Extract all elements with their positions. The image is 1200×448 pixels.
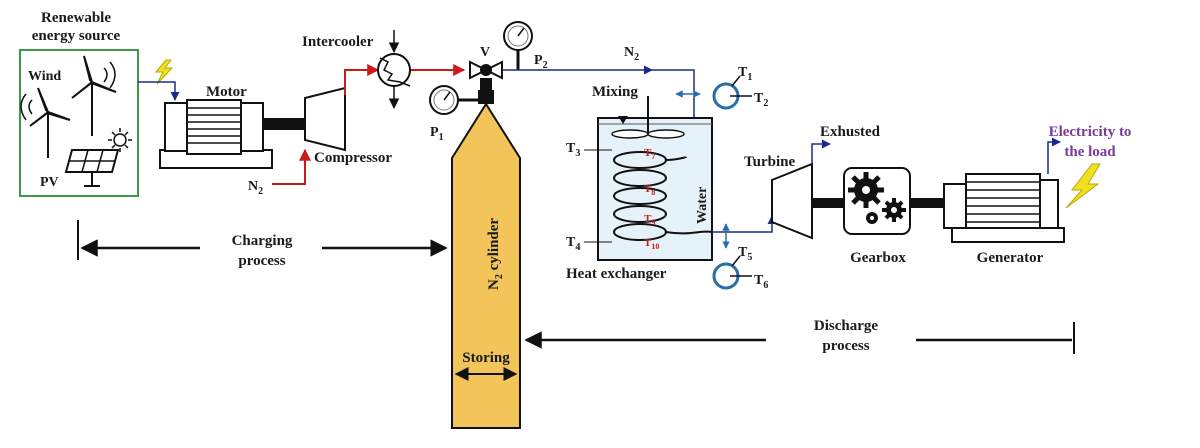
valve-icon [469, 60, 503, 90]
power-wire [138, 81, 180, 101]
turbine-label: Turbine [744, 154, 795, 170]
t6-label: T6 [754, 273, 768, 291]
turbine-shaft [812, 198, 844, 208]
exhausted-label: Exhusted [820, 124, 881, 140]
storing-label: Storing [462, 350, 510, 366]
sensor-lead-t1 [731, 75, 741, 87]
exhaust-pipe [811, 139, 831, 164]
cylinder-label: N2 cylinder [486, 218, 505, 290]
compressed-pipe-1 [344, 64, 380, 95]
sun-icon [108, 128, 132, 152]
electricity-label-line1: Electricity to [1049, 124, 1132, 140]
pressure-gauge-p1 [429, 85, 480, 115]
water-label: Water [695, 187, 710, 224]
t9-label: T9 [644, 213, 655, 227]
wind-turbine-icon [20, 55, 117, 158]
n2-line-label: N2 [624, 45, 639, 63]
t5-label: T5 [738, 245, 752, 263]
discharge-label-line2: process [822, 338, 869, 354]
sensor-lead-t5 [731, 255, 741, 267]
heated-outlet-pipe [712, 215, 777, 233]
n2-inlet-label: N2 [248, 179, 263, 197]
intercooler-icon [377, 30, 411, 110]
turbine-icon [771, 162, 813, 240]
t10-label: T10 [644, 237, 659, 251]
compressor-icon [304, 86, 346, 152]
t7-label: T7 [644, 147, 655, 161]
motor-label: Motor [206, 84, 247, 100]
lightning-load-icon [1065, 163, 1101, 209]
solar-panel-icon [64, 149, 120, 187]
lightning-icon [154, 59, 174, 85]
motor-icon [159, 99, 305, 169]
pv-label: PV [40, 175, 59, 190]
mixing-label: Mixing [592, 84, 638, 100]
heat-exchanger-label: Heat exchanger [566, 266, 667, 282]
gearbox-label: Gearbox [850, 250, 906, 266]
renewable-title-line2: energy source [32, 28, 121, 44]
p1-label: P1 [430, 125, 444, 143]
generator-icon [943, 173, 1065, 243]
electricity-label-line2: the load [1064, 144, 1116, 160]
n2-inlet-pipe [272, 148, 311, 185]
generator-label: Generator [977, 250, 1044, 266]
water-level-marker [618, 116, 628, 124]
t8-label: T8 [644, 183, 655, 197]
pressure-gauge-p2 [503, 21, 533, 70]
heating-coil [613, 151, 713, 241]
compressor-label: Compressor [314, 150, 392, 166]
generator-shaft [910, 198, 944, 208]
t2-label: T2 [754, 91, 768, 109]
n2-cylinder [451, 90, 521, 429]
valve-label: V [480, 45, 490, 60]
intercooler-label: Intercooler [302, 34, 374, 50]
charging-label-line2: process [238, 253, 285, 269]
load-wire [1047, 137, 1061, 174]
p2-label: P2 [534, 53, 548, 71]
mixer-icon [611, 96, 685, 139]
wind-label: Wind [28, 69, 61, 84]
t3-label: T3 [566, 141, 580, 159]
charging-label-line1: Charging [232, 233, 293, 249]
renewable-title-line1: Renewable [41, 10, 111, 26]
t1-label: T1 [738, 65, 752, 83]
discharge-label-line1: Discharge [814, 318, 878, 334]
t4-label: T4 [566, 235, 580, 253]
gear-icon [848, 172, 906, 224]
